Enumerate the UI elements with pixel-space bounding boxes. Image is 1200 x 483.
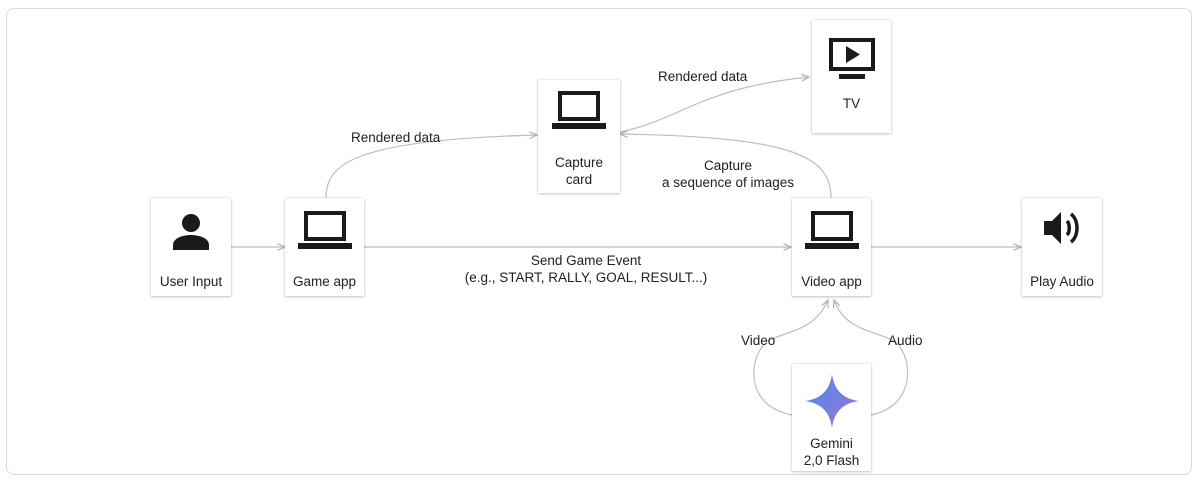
edge-gemini-video <box>753 300 828 416</box>
play-audio-label: Play Audio <box>1030 274 1094 289</box>
tv-node: TV <box>812 20 891 133</box>
video-app-label: Video app <box>801 274 862 289</box>
capture-card-label-line2: card <box>565 172 593 187</box>
game-app-node: Game app <box>285 198 364 296</box>
edge-label-game-to-capture: Rendered data <box>351 130 441 145</box>
person-icon <box>173 214 209 250</box>
capture-card-node: Capture card <box>538 80 620 193</box>
laptop-icon <box>297 211 352 249</box>
gemini-node: Gemini 2,0 Flash <box>792 364 871 471</box>
edge-game-to-capture <box>325 135 537 199</box>
edge-capture-to-tv <box>619 77 809 133</box>
edge-label-game-to-video-line1: Send Game Event <box>530 253 642 268</box>
edge-label-gemini-video: Video <box>741 333 776 348</box>
speaker-icon <box>1044 212 1079 244</box>
gemini-label-line2: 2,0 Flash <box>803 453 860 468</box>
edge-label-gemini-audio: Audio <box>888 333 923 348</box>
video-app-node: Video app <box>792 198 871 296</box>
capture-card-label-line1: Capture <box>554 155 604 170</box>
edge-video-to-capture <box>620 134 832 199</box>
edge-label-video-to-capture-line2: a sequence of images <box>661 175 795 190</box>
tv-play-icon <box>828 38 875 79</box>
edge-label-capture-to-tv: Rendered data <box>658 69 748 84</box>
edge-label-video-to-capture-line1: Capture <box>703 158 753 173</box>
gemini-sparkle-icon <box>804 374 859 428</box>
play-audio-node: Play Audio <box>1022 198 1102 296</box>
tv-label: TV <box>842 96 861 111</box>
edge-gemini-audio <box>834 300 909 416</box>
user-input-label: User Input <box>159 274 223 289</box>
edge-label-game-to-video-line2: (e.g., START, RALLY, GOAL, RESULT...) <box>464 270 708 285</box>
game-app-label: Game app <box>292 274 357 289</box>
user-input-node: User Input <box>151 198 231 296</box>
gemini-label-line1: Gemini <box>810 436 853 451</box>
laptop-icon <box>804 211 859 249</box>
laptop-icon <box>552 91 606 129</box>
